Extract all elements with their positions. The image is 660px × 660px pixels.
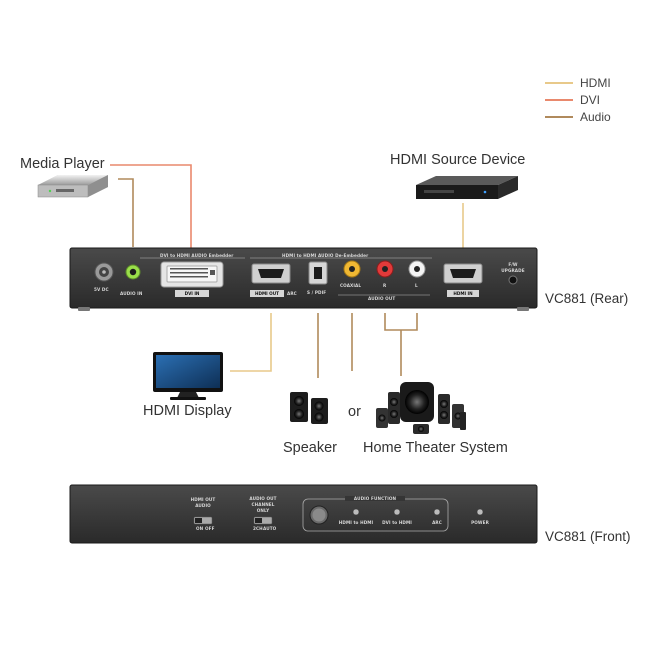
upgrade-label: UPGRADE	[501, 268, 525, 273]
r-label: R	[383, 283, 387, 288]
led-arc-label: ARC	[432, 520, 442, 525]
fw-label: F/W	[508, 262, 518, 267]
switch2-auto-label: AUTO	[263, 526, 277, 531]
hdmi-in-label: HDMI IN	[447, 290, 479, 297]
dvi-section-label: DVI to HDMI AUDIO Embedder	[160, 253, 234, 258]
led-hdmi-to-hdmi-label: HDMI to HDMI	[338, 520, 374, 525]
switch1-off-label: OFF	[205, 526, 215, 531]
audio-out-label: AUDIO OUT	[368, 296, 396, 301]
legend-audio-label: Audio	[580, 110, 611, 124]
front-caption: VC881 (Front)	[545, 529, 631, 544]
hdmi-display-label: HDMI Display	[143, 403, 232, 419]
hdmi-source-device-icon	[416, 176, 518, 199]
cable-audio-in	[118, 178, 134, 247]
dvi-in-label: DVI IN	[175, 290, 209, 297]
hdmi-out-label: HDMI OUT	[250, 290, 284, 297]
or-label: or	[348, 404, 361, 420]
power-led-label: POWER	[471, 520, 489, 525]
audio-out-label-2: CHANNEL	[251, 502, 275, 507]
rear-caption: VC881 (Rear)	[545, 291, 629, 306]
media-player-icon	[37, 175, 108, 198]
cable-hdmi-out	[230, 313, 272, 372]
audio-function-label: AUDIO FUNCTION	[345, 496, 405, 501]
home-theater-icon	[376, 382, 466, 434]
speaker-label: Speaker	[283, 440, 338, 456]
hdmi-out-audio-label-1: HDMI OUT	[190, 497, 216, 502]
hdmi-source-label: HDMI Source Device	[390, 152, 526, 168]
audio-out-label-3: ONLY	[256, 508, 270, 513]
legend-hdmi-label: HDMI	[580, 76, 611, 90]
home-theater-label: Home Theater System	[363, 440, 508, 456]
audio-out-label-1: AUDIO OUT	[249, 496, 277, 501]
arc-label: ARC	[287, 291, 297, 296]
switch1-on-label: ON	[196, 526, 204, 531]
speaker-icon	[290, 392, 328, 424]
deembed-section-label: HDMI to HDMI AUDIO De-Embedder	[282, 253, 369, 258]
cable-dvi-in	[110, 164, 192, 249]
hdmi-out-audio-label-2: AUDIO	[195, 503, 211, 508]
coaxial-label: COAXIAL	[340, 283, 362, 288]
front-panel	[69, 484, 538, 544]
audio-in-label: AUDIO IN	[120, 291, 143, 296]
l-label: L	[415, 283, 418, 288]
led-dvi-to-hdmi-label: DVI to HDMI	[382, 520, 412, 525]
legend-dvi-label: DVI	[580, 93, 601, 107]
hdmi-display-icon	[153, 352, 223, 400]
switch2-2ch-label: 2CH	[253, 526, 263, 531]
spdif-label: S / PDIF	[307, 290, 327, 295]
power-in-label: 5V DC	[94, 287, 109, 292]
media-player-label: Media Player	[20, 156, 105, 172]
cable-analog-rl	[384, 313, 418, 331]
